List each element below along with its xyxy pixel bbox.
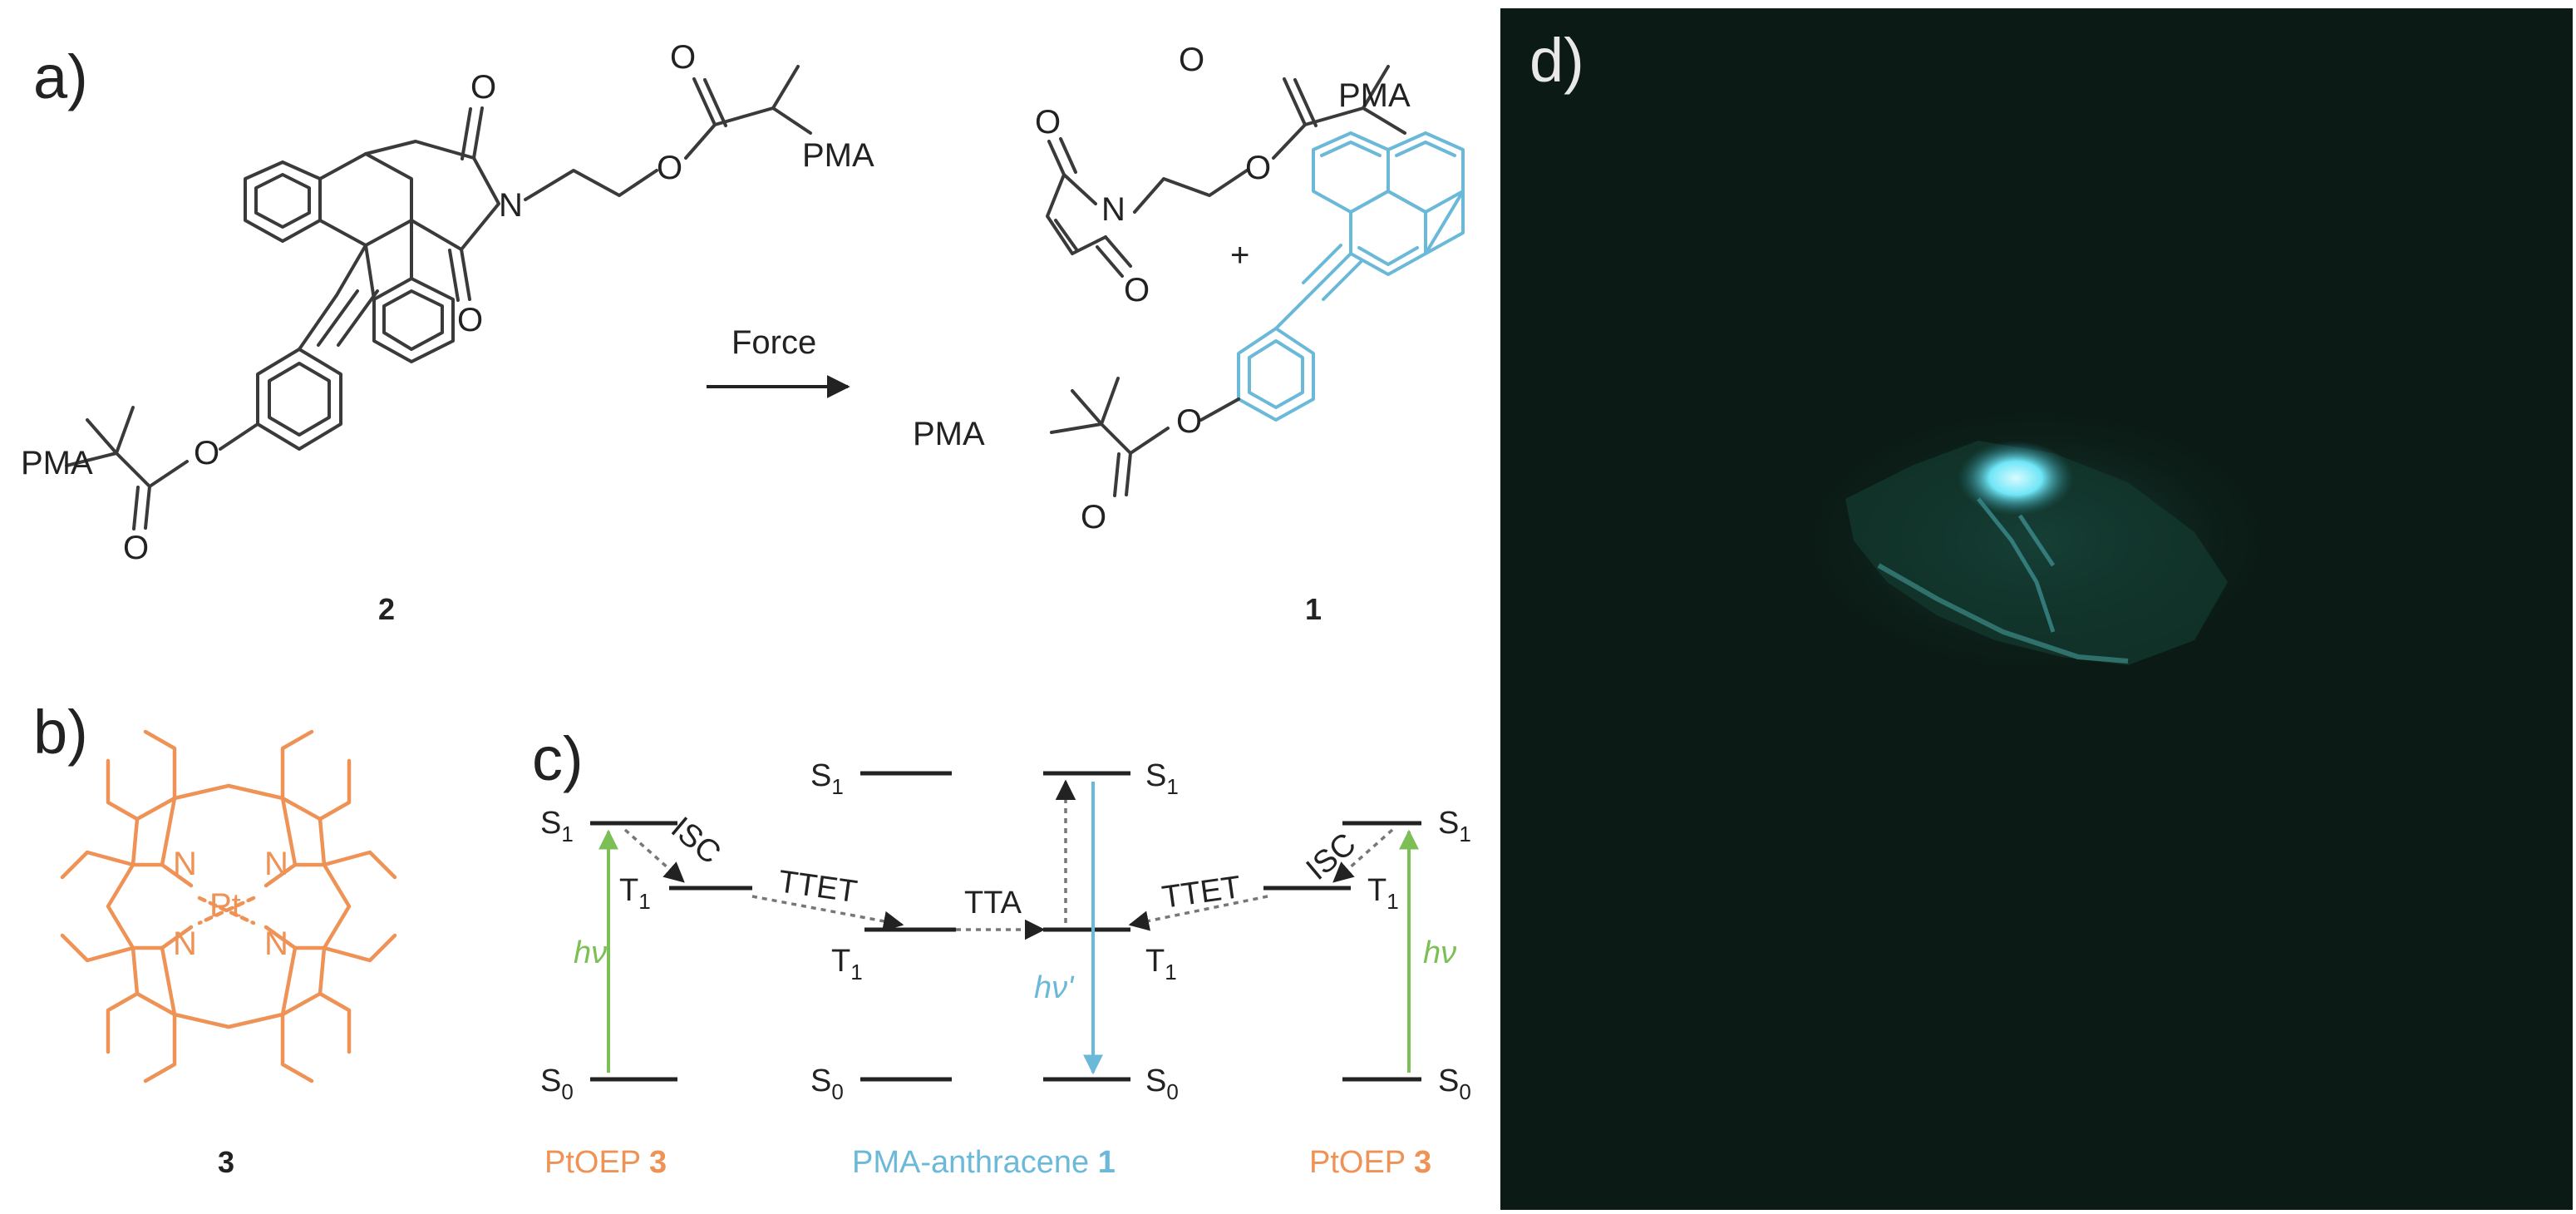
- force-label: Force: [731, 324, 816, 361]
- atom-o-phenoxy: O: [194, 435, 219, 471]
- sample-film: [1845, 441, 2228, 665]
- pma-label-left: PMA: [21, 445, 93, 481]
- left-isc-arrow: [623, 828, 685, 883]
- ptoep-n-4: N: [264, 925, 288, 962]
- anthracene-product: O PMA O 1: [913, 131, 1465, 626]
- right-s1-label: S1: [1438, 806, 1471, 846]
- panel-label-d: d): [1529, 26, 1584, 95]
- anth-t1-label-left: T1: [831, 944, 863, 985]
- anth-t1-label-right: T1: [1145, 944, 1177, 985]
- upconversion-glow: [1958, 441, 2074, 516]
- pma-label-top: PMA: [802, 137, 874, 174]
- atom-n-maleimide: N: [1101, 191, 1125, 228]
- atom-n: N: [499, 187, 523, 224]
- reaction-scheme: O N O O O PMA O PMA O 2 Force: [21, 39, 1465, 626]
- species-right-label: PtOEP 3: [1309, 1145, 1431, 1180]
- sample-edge: [1877, 563, 2129, 664]
- atom-o-left: O: [123, 530, 149, 566]
- atom-o-anthracene-phenoxy: O: [1176, 403, 1202, 440]
- sample-streak: [1977, 497, 2056, 633]
- species-middle-label: PMA-anthracene 1: [852, 1145, 1116, 1180]
- atom-o-maleimide-carbonyl: O: [1179, 42, 1204, 78]
- emission-label: hν': [1034, 970, 1075, 1005]
- anth-s1-label-right: S1: [1145, 758, 1179, 799]
- tta-label: TTA: [964, 886, 1022, 920]
- right-isc-arrow: [1332, 828, 1394, 883]
- species-left-label: PtOEP 3: [544, 1145, 667, 1180]
- left-excitation-label: hν: [574, 935, 607, 970]
- atom-o-maleimide-1: O: [1035, 104, 1061, 141]
- panel-label-b: b): [33, 698, 88, 767]
- right-t1-label: T1: [1367, 873, 1399, 914]
- right-isc-label: ISC: [1300, 827, 1363, 887]
- right-ttet-label: TTET: [1160, 870, 1243, 915]
- atom-o-anthracene-carbonyl: O: [1081, 499, 1106, 535]
- plus-sign: +: [1230, 237, 1249, 274]
- atom-o-maleimide-ester: O: [1245, 150, 1271, 186]
- compound-3-number: 3: [218, 1145, 234, 1179]
- compound-2-number: 2: [378, 592, 395, 626]
- compound-2-structure: O N O O O PMA O PMA O 2: [21, 39, 874, 626]
- left-isc-label: ISC: [664, 811, 727, 871]
- atom-o-ester: O: [657, 150, 682, 186]
- atom-o-carbonyl: O: [670, 39, 696, 76]
- ptoep-n-3: N: [173, 925, 197, 962]
- ptoep-pt: Pt: [209, 887, 241, 924]
- ptoep-structure: N N N N Pt 3: [60, 729, 397, 1179]
- right-excitation-label: hν: [1423, 935, 1456, 970]
- atom-o-bottom: O: [457, 302, 483, 338]
- left-s0-label: S0: [540, 1063, 574, 1104]
- anth-s1-label-left: S1: [810, 758, 844, 799]
- maleimide-product: O O PMA N O O +: [1035, 42, 1411, 308]
- energy-diagram: S1 T1 S0 hν ISC TTET S1 T1 S0 TTA S1 T1 …: [540, 758, 1471, 1180]
- right-s0-label: S0: [1438, 1063, 1471, 1104]
- force-arrow: Force: [707, 324, 850, 398]
- compound-1-number: 1: [1305, 592, 1322, 626]
- ptoep-n-1: N: [173, 846, 197, 882]
- left-t1-label: T1: [619, 873, 651, 914]
- pma-label-product-top: PMA: [1338, 77, 1411, 114]
- ptoep-n-2: N: [264, 846, 288, 882]
- atom-o-top: O: [470, 69, 496, 106]
- anth-s0-label-right: S0: [1145, 1063, 1179, 1104]
- anth-s0-label-left: S0: [810, 1063, 844, 1104]
- photo-panel: d): [1500, 8, 2573, 1210]
- panel-label-a: a): [33, 42, 88, 111]
- left-s1-label: S1: [540, 806, 574, 846]
- left-ttet-label: TTET: [776, 864, 859, 910]
- panel-label-c: c): [532, 724, 584, 793]
- atom-o-maleimide-2: O: [1124, 272, 1150, 308]
- pma-label-product-left: PMA: [913, 416, 985, 452]
- right-ttet-arrow: [1128, 895, 1268, 931]
